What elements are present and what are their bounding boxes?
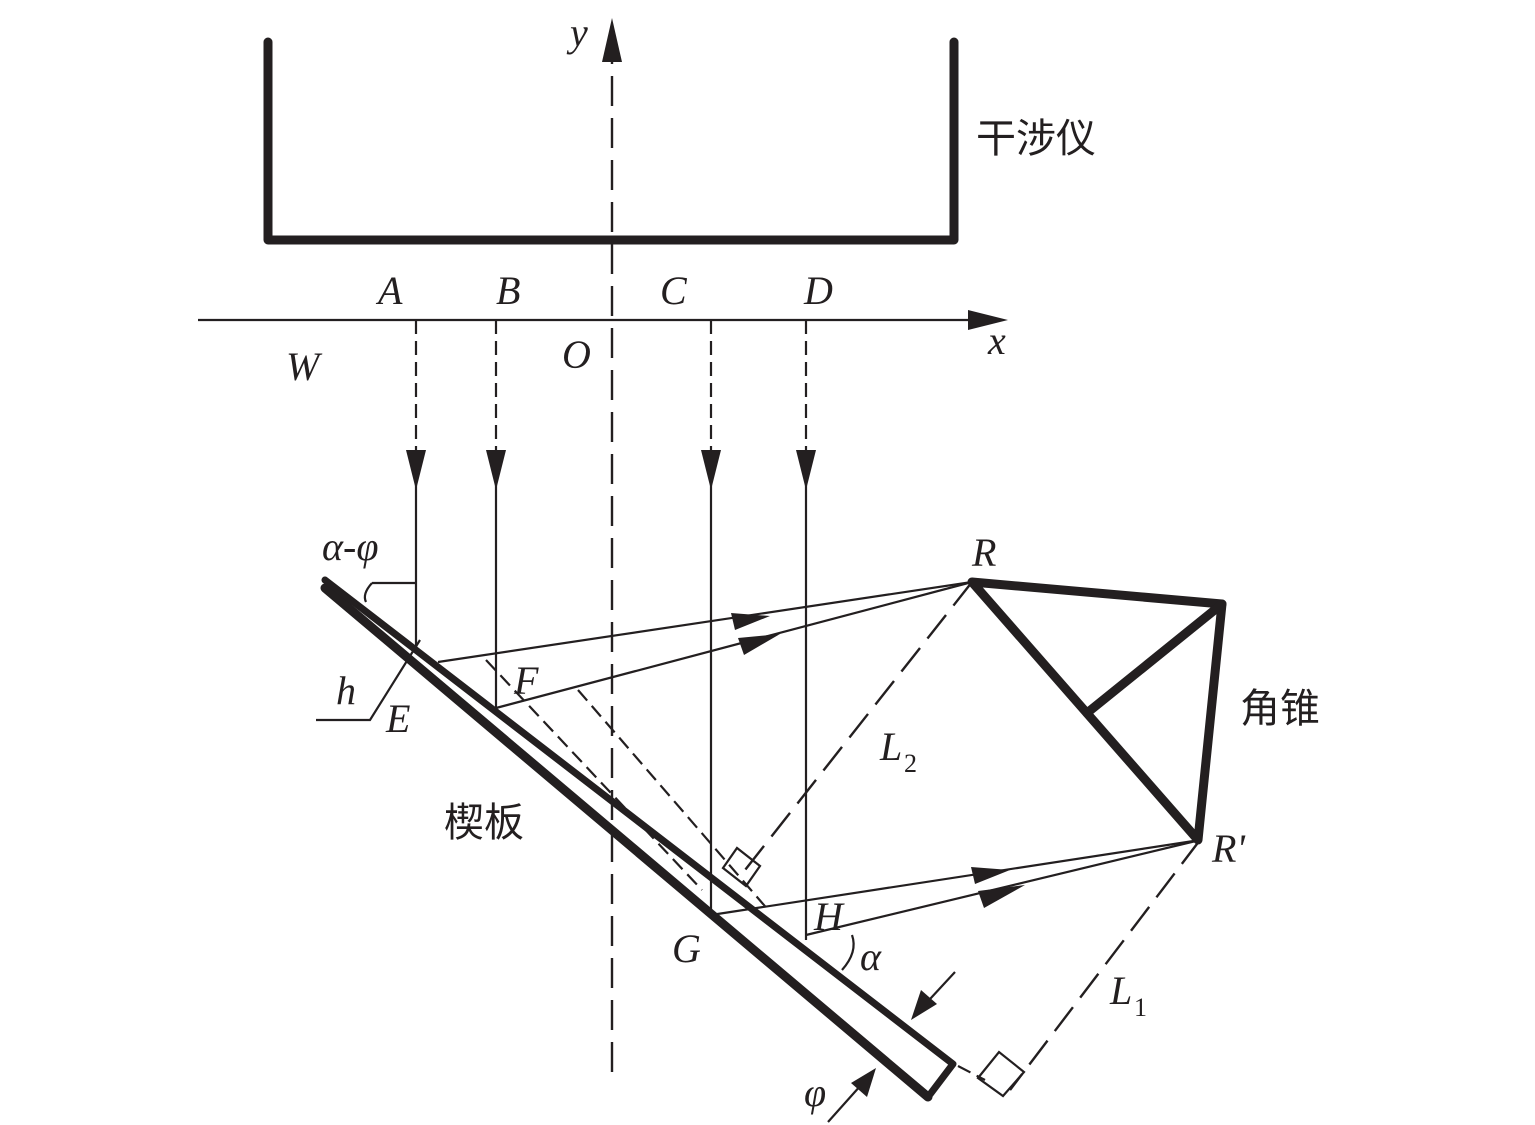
- label-alpha-minus-phi: α-φ: [322, 524, 378, 569]
- label-b: B: [496, 268, 520, 313]
- ray-f-arrow: [738, 634, 780, 655]
- wedge-back-surface: [321, 576, 957, 1101]
- label-a: A: [375, 268, 403, 313]
- l1-ext-dashed: [957, 1065, 986, 1081]
- label-corner-cone: 角锥: [1240, 686, 1320, 732]
- label-h-thickness: h: [336, 668, 356, 713]
- beam-b-arrow: [486, 450, 506, 490]
- right-angle-l1: [976, 1050, 1026, 1098]
- wedge-inner-line: [344, 607, 691, 896]
- h-leader: [316, 639, 421, 722]
- l1-dashed: [1009, 839, 1201, 1091]
- corner-cone-inner: [1082, 599, 1227, 718]
- right-angle-l2: [721, 846, 762, 888]
- label-wedge-plate: 楔板: [444, 800, 524, 846]
- label-e: E: [385, 696, 410, 741]
- ray-h-arrow: [978, 885, 1025, 908]
- beam-d-arrow: [796, 450, 816, 490]
- beam-c-arrow: [701, 450, 721, 490]
- label-l2-sub: 2: [904, 749, 917, 778]
- ray-e-to-r: [437, 580, 973, 664]
- label-alpha: α: [860, 934, 882, 979]
- normal-b-dashed: [577, 689, 771, 913]
- ray-f-to-r: [495, 580, 973, 710]
- alpha-arc: [841, 934, 855, 971]
- label-f: F: [513, 658, 539, 703]
- ray-e-arrow: [731, 613, 770, 630]
- label-d: D: [803, 268, 833, 313]
- label-l2: L: [879, 724, 902, 769]
- ray-g-to-rprime: [710, 838, 1201, 917]
- ray-h-to-rprime: [805, 838, 1201, 937]
- beam-a-arrow: [406, 450, 426, 490]
- label-o: O: [562, 332, 591, 377]
- label-r-prime: R': [1211, 826, 1246, 871]
- label-x: x: [987, 318, 1006, 363]
- corner-cone: [967, 577, 1227, 845]
- l2-dashed: [744, 581, 973, 871]
- phi-arrow-upper-head: [911, 990, 937, 1020]
- y-axis-arrow: [602, 18, 622, 62]
- label-r: R: [971, 530, 996, 575]
- label-w: W: [286, 344, 323, 389]
- label-l1-sub: 1: [1134, 993, 1147, 1022]
- ray-g-arrow: [971, 867, 1010, 884]
- phi-arrow-lower-head: [851, 1068, 876, 1097]
- interferometer-frame: [263, 37, 959, 245]
- label-c: C: [660, 268, 688, 313]
- label-y: y: [566, 10, 588, 55]
- label-h-point: H: [813, 894, 845, 939]
- label-phi: φ: [804, 1070, 826, 1115]
- label-g: G: [672, 926, 701, 971]
- alpha-phi-arc: [363, 582, 373, 603]
- x-axis-arrow: [968, 310, 1008, 330]
- label-l1: L: [1109, 968, 1132, 1013]
- label-interferometer: 干涉仪: [976, 116, 1096, 162]
- normal-f-dashed: [485, 659, 703, 891]
